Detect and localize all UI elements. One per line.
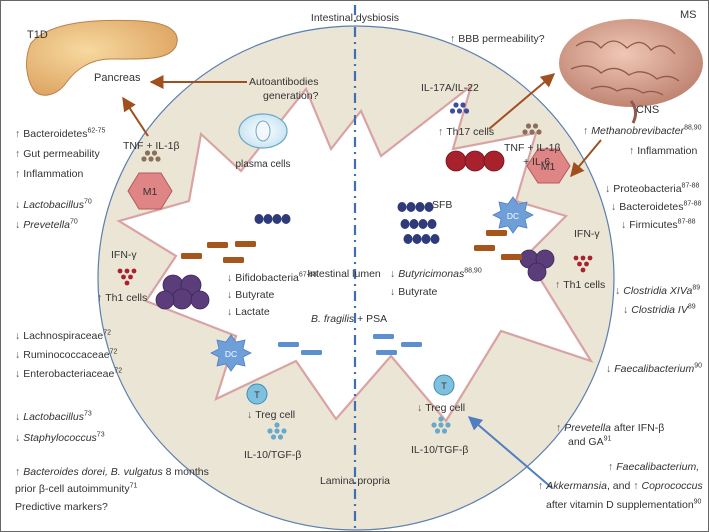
butyrate-left-label: Butyrate xyxy=(227,288,274,302)
t1d-prevetella: Prevetella70 xyxy=(15,218,78,232)
ms-faecalibacterium: Faecalibacterium90 xyxy=(606,362,702,376)
bacteria-chain-sfb-3-icon xyxy=(403,234,440,244)
bacteria-chain-left-icon xyxy=(254,214,291,224)
th17-cells-icon xyxy=(445,150,505,172)
m1-right-icon xyxy=(526,148,571,184)
il10-right-label: IL-10/TGF-β xyxy=(411,444,468,456)
th1-right-label: Th1 cells xyxy=(555,278,605,292)
t1d-staphylococcus: Staphylococcus73 xyxy=(15,431,104,445)
t1d-predictive: Predictive markers? xyxy=(15,501,108,513)
butyricimonas-label: Butyricimonas88,90 xyxy=(390,267,481,281)
t1d-ruminococcaceae: Ruminococcaceae72 xyxy=(15,348,117,362)
t1d-gut-permeability: Gut permeability xyxy=(15,147,99,161)
th1-cells-right-icon xyxy=(519,249,555,282)
t-left-text: T xyxy=(254,390,260,400)
il17-label: IL-17A/IL-22 xyxy=(421,82,479,94)
dc-left-icon xyxy=(210,334,252,372)
ms-faecalibacterium-2: Faecalibacterium, xyxy=(608,460,699,474)
ms-label: MS xyxy=(680,9,697,21)
t1d-lactobacillus-2: Lactobacillus73 xyxy=(15,410,92,424)
treg-right-label: Treg cell xyxy=(417,401,465,415)
plasma-cells-label: plasma cells xyxy=(235,159,290,170)
tnf-left-label: TNF + IL-1β xyxy=(123,140,180,152)
th1-left-label: Th1 cells xyxy=(97,291,147,305)
ms-bacteroidetes: Bacteroidetes87-88 xyxy=(611,200,701,214)
ms-proteobacteria: Proteobacteria87-88 xyxy=(605,182,699,196)
pancreas-icon xyxy=(26,19,178,96)
cns-label: CNS xyxy=(636,104,659,116)
t-right-text: T xyxy=(441,381,447,391)
ms-prevetella: Prevetella after IFN-β xyxy=(556,421,664,435)
t1d-lactobacillus: Lactobacillus70 xyxy=(15,198,92,212)
m1-left-text: M1 xyxy=(143,186,158,198)
bacteria-chain-sfb-2-icon xyxy=(400,219,437,229)
brain-icon xyxy=(559,19,703,124)
dc-right-icon xyxy=(492,196,534,234)
dc-left-text: DC xyxy=(225,349,237,359)
arrow-vitd-to-treg xyxy=(467,416,553,489)
ms-ga: and GA91 xyxy=(568,435,612,449)
t1d-bdorei: Bacteroides dorei, B. vulgatus 8 months xyxy=(15,465,209,479)
cytokines-il10-right-icon xyxy=(431,416,451,434)
cytokines-tnf-right-icon xyxy=(522,123,542,135)
lamina-label: Lamina propria xyxy=(320,475,390,487)
autoantibodies-label-2: generation? xyxy=(263,90,319,102)
ifn-right-label: IFN-γ xyxy=(574,228,600,240)
bfragilis-label: B. fragilis + PSA xyxy=(311,313,388,325)
ms-akkermansia: Akkermansia, and Coprococcus xyxy=(538,479,703,493)
plasma-cell-icon xyxy=(238,113,288,149)
tnf-right-label-2: + IL-6 xyxy=(523,156,550,168)
t-cell-right-icon xyxy=(433,374,455,396)
ms-clostridia-iv: Clostridia IV89 xyxy=(623,303,695,317)
autoantibodies-label-1: Autoantibodies xyxy=(249,76,318,88)
t1d-lachnospiraceae: Lachnospiraceae72 xyxy=(15,329,111,343)
cytokines-tnf-left-icon xyxy=(141,150,161,162)
sfb-label: SFB xyxy=(432,199,452,211)
cytokines-il10-left-icon xyxy=(267,422,287,440)
ms-vitamin-d: after vitamin D supplementation90 xyxy=(546,498,702,512)
ms-methanobrevibacter: Methanobrevibacter88,90 xyxy=(583,124,701,138)
lactate-label: Lactate xyxy=(227,305,269,319)
t1d-prior: prior β-cell autoimmunity71 xyxy=(15,482,138,496)
ms-firmicutes: Firmicutes87-88 xyxy=(621,218,695,232)
bifidobacteria-label: Bifidobacteria67-68 xyxy=(227,271,317,285)
treg-left-label: Treg cell xyxy=(247,408,295,422)
il10-left-label: IL-10/TGF-β xyxy=(244,449,301,461)
tnf-right-label-1: TNF + IL-1β xyxy=(504,142,561,154)
cytokines-ifn-left-icon xyxy=(117,268,137,286)
arrow-cns-to-m1 xyxy=(570,139,602,178)
m1-right-text: M1 xyxy=(541,161,556,173)
arrow-tnf-to-pancreas xyxy=(122,96,149,137)
ifn-left-label: IFN-γ xyxy=(111,249,137,261)
cytokines-il17-icon xyxy=(449,102,470,114)
bacteria-rods-blue-icon xyxy=(278,334,422,355)
bbb-label: BBB permeability? xyxy=(450,32,544,46)
t1d-enterobacteriaceae: Enterobacteriaceae72 xyxy=(15,367,122,381)
cytokines-ifn-right-icon xyxy=(573,255,593,273)
ms-inflammation: Inflammation xyxy=(629,144,697,158)
bacteria-chain-sfb-1-icon xyxy=(397,202,434,212)
bacteria-rods-right-icon xyxy=(474,230,522,260)
th17-label: Th17 cells xyxy=(438,125,494,139)
t1d-label: T1D xyxy=(27,29,48,41)
ms-clostridia-xiva: Clostridia XIVa89 xyxy=(615,284,700,298)
m1-left-icon xyxy=(127,172,173,210)
arrow-th17-to-cns xyxy=(488,73,556,130)
header-title: Intestinal dysbiosis xyxy=(311,12,399,24)
pancreas-label: Pancreas xyxy=(94,72,141,84)
butyrate-right-label: Butyrate xyxy=(390,285,437,299)
bacteria-rods-left-icon xyxy=(181,241,256,263)
t1d-bacteroidetes: Bacteroidetes62-75 xyxy=(15,127,105,141)
th1-cells-left-icon xyxy=(155,274,210,310)
t1d-inflammation: Inflammation xyxy=(15,167,83,181)
dc-right-text: DC xyxy=(507,211,519,221)
t-cell-left-icon xyxy=(246,383,268,405)
lumen-label: Intestinal lumen xyxy=(307,268,381,280)
